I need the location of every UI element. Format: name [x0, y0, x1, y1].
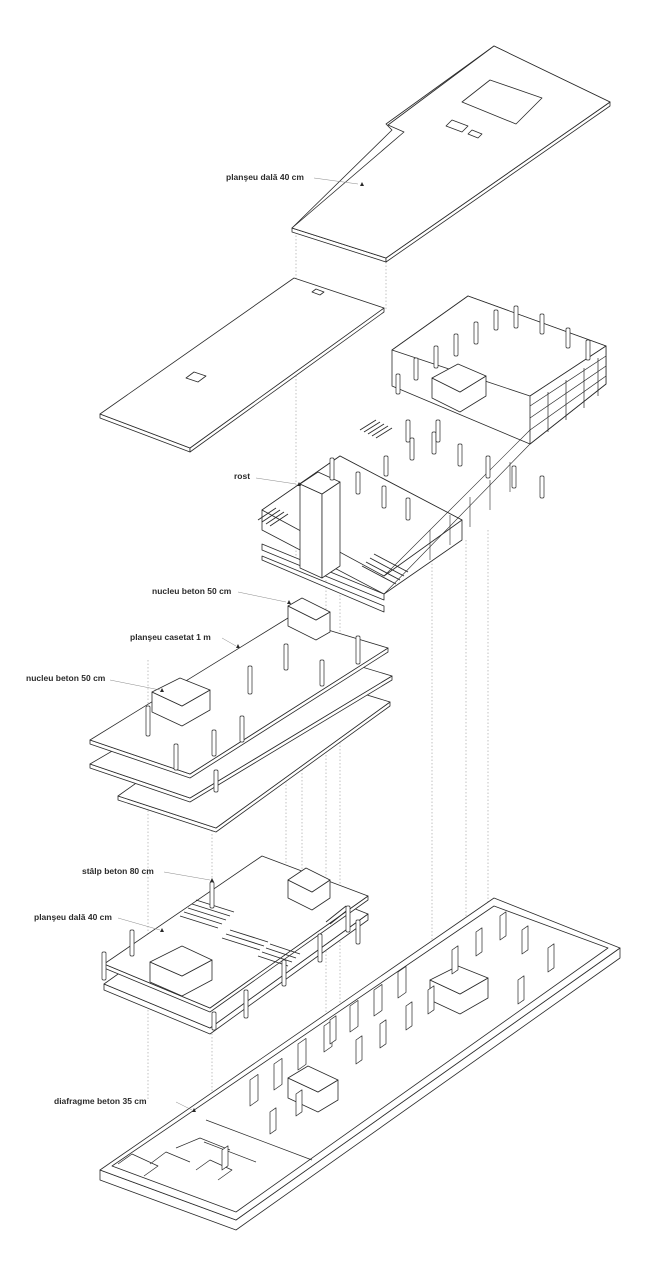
column [513, 305, 519, 329]
stairs-lower [257, 507, 409, 585]
column [405, 419, 411, 443]
wall-panel [221, 1145, 229, 1171]
lower-slabs [101, 855, 369, 1035]
lower-column [101, 951, 107, 981]
coffered-columns [145, 635, 361, 793]
stairs-upper [359, 419, 393, 439]
column [329, 457, 335, 481]
wall-panel [249, 1074, 259, 1107]
label-column: stâlp beton 80 cm [82, 866, 154, 876]
column [381, 485, 387, 509]
wall-panel [329, 1015, 337, 1045]
label-joint: rost [234, 471, 251, 481]
column [565, 327, 571, 349]
lower-column [211, 1011, 217, 1031]
wall-panel [451, 945, 459, 975]
lower-column [209, 881, 215, 909]
column [405, 497, 411, 521]
lower-column [243, 989, 249, 1019]
coffered-slab-stack [89, 597, 393, 833]
lower-columns [101, 881, 361, 1031]
lower-column [129, 929, 135, 957]
column [431, 431, 437, 455]
joint-core-front [299, 483, 323, 579]
label-core-upper: nucleu beton 50 cm [152, 586, 232, 596]
label-slab-lower: planşeu dală 40 cm [34, 912, 112, 922]
label-core-left: nucleu beton 50 cm [26, 673, 106, 683]
leader-markers [160, 182, 364, 1112]
column [433, 345, 439, 369]
column [485, 455, 491, 479]
label-walls: diafragme beton 35 cm [54, 1096, 147, 1106]
roof-opening-small [445, 119, 469, 133]
lower-column [355, 919, 361, 945]
column [383, 455, 389, 477]
coffered-column [247, 665, 253, 695]
wall-panel [269, 1107, 277, 1135]
column [355, 471, 361, 495]
lower-column [281, 959, 287, 987]
wall-panel [297, 1038, 307, 1071]
slab-opening [185, 371, 207, 383]
column [435, 419, 441, 443]
ground-wall-panels [221, 911, 555, 1171]
wall-panel [349, 1000, 359, 1033]
column [539, 475, 545, 499]
wall-panel [273, 1058, 283, 1091]
wall-panel [379, 1019, 387, 1049]
lower-column [345, 905, 351, 933]
lower-column [317, 933, 323, 963]
wall-panel [295, 1089, 303, 1117]
column [473, 321, 479, 345]
column [511, 465, 517, 489]
wall-panel [397, 966, 407, 999]
column [409, 437, 415, 461]
leader-lines [109, 177, 359, 1111]
column [457, 443, 463, 467]
wall-panel [499, 911, 507, 941]
wall-panel [521, 925, 529, 955]
upper-columns [329, 305, 591, 521]
roof-slab [291, 45, 611, 263]
roof-opening-small-2 [467, 129, 483, 139]
column [395, 373, 401, 395]
wall-panel [517, 975, 525, 1005]
wall-panel [475, 927, 483, 957]
label-coffered-slab: planşeu casetat 1 m [130, 632, 211, 642]
coffered-column [145, 705, 151, 737]
coffered-column [173, 743, 179, 771]
coffered-column [319, 659, 325, 687]
intermediate-slab [99, 277, 385, 453]
wall-panel [547, 943, 555, 973]
column [539, 313, 545, 335]
coffered-column [239, 715, 245, 743]
joint-core-side [321, 481, 341, 579]
upper-building-block [257, 295, 607, 613]
slab-opening-small [311, 288, 325, 296]
coffered-column [283, 643, 289, 671]
roof-opening [461, 79, 543, 125]
coffered-column [211, 729, 217, 757]
lower-stairs [179, 899, 351, 967]
wall-panel [373, 984, 383, 1017]
wall-panel [405, 1001, 413, 1031]
column [413, 357, 419, 381]
wall-panel [355, 1035, 363, 1065]
column [453, 333, 459, 357]
wall-panel [427, 985, 435, 1015]
column [493, 309, 499, 331]
coffered-column [213, 769, 219, 793]
coffered-column [355, 635, 361, 665]
column [585, 339, 591, 361]
label-roof-slab: planşeu dală 40 cm [226, 172, 304, 182]
ground-floor [99, 897, 621, 1231]
